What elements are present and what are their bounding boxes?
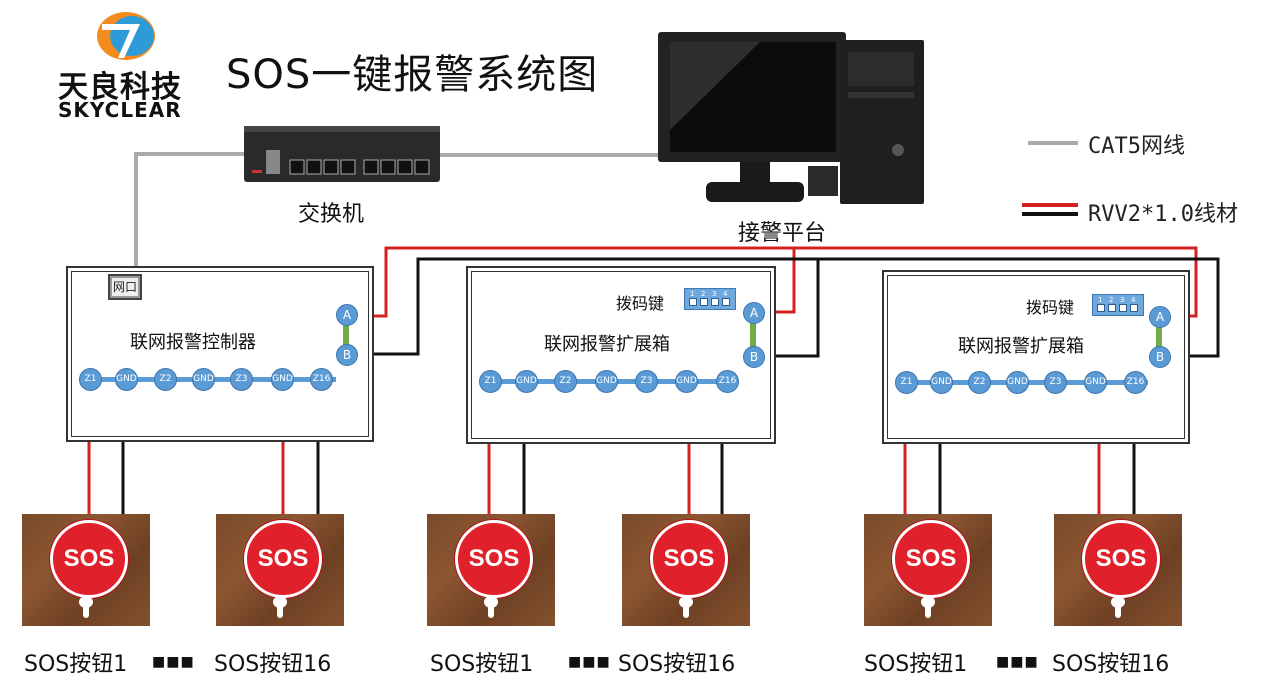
sos-icon: SOS (455, 520, 533, 598)
sos-button: SOS (22, 514, 150, 626)
terminal-b: B (336, 344, 358, 366)
sos-button-caption: SOS按钮1 (864, 652, 968, 677)
key-icon (677, 596, 695, 618)
network-switch-icon (244, 126, 440, 182)
legend-cat5-label: CAT5网线 (1088, 134, 1185, 159)
terminal-z1: Z1 (895, 371, 918, 394)
skyclear-logo-icon (97, 12, 155, 60)
switch-label: 交换机 (298, 202, 365, 227)
terminal-gnd: GND (271, 368, 294, 391)
terminal-a: A (336, 304, 358, 326)
terminal-gnd: GND (1006, 371, 1029, 394)
sos-icon: SOS (650, 520, 728, 598)
sos-button-caption: SOS按钮1 (24, 652, 128, 677)
page-title: SOS一键报警系统图 (226, 52, 599, 98)
key-icon (77, 596, 95, 618)
sos-button: SOS (427, 514, 555, 626)
ab-link (343, 314, 349, 354)
terminal-z1: Z1 (479, 370, 502, 393)
terminal-gnd: GND (192, 368, 215, 391)
expander-title: 联网报警扩展箱 (958, 336, 1084, 357)
terminal-z3: Z3 (635, 370, 658, 393)
logo-english-name: SKYCLEAR (58, 98, 182, 122)
ab-link (750, 312, 756, 354)
terminal-z2: Z2 (968, 371, 991, 394)
terminal-z16: Z16 (716, 370, 739, 393)
sos-button-caption: SOS按钮16 (1052, 652, 1170, 677)
controller-title: 联网报警控制器 (130, 332, 256, 353)
sos-button: SOS (622, 514, 750, 626)
sos-icon: SOS (892, 520, 970, 598)
dip-switch-label: 拨码键 (1026, 298, 1075, 317)
cat5-cable (130, 152, 250, 274)
sos-icon: SOS (50, 520, 128, 598)
dip-switch-label: 拨码键 (616, 294, 665, 313)
terminal-z3: Z3 (230, 368, 253, 391)
terminal-z1: Z1 (79, 368, 102, 391)
ellipsis: ■■■ (996, 654, 1039, 670)
key-icon (1109, 596, 1127, 618)
sos-button: SOS (216, 514, 344, 626)
sos-icon: SOS (1082, 520, 1160, 598)
bus-a-wire (357, 246, 1198, 318)
sos-button: SOS (1054, 514, 1182, 626)
ellipsis: ■■■ (152, 654, 195, 670)
network-port: 网口 (108, 274, 142, 300)
terminal-gnd: GND (930, 371, 953, 394)
bus-b-drop-2 (761, 259, 820, 358)
terminal-gnd: GND (115, 368, 138, 391)
terminal-b: B (743, 346, 765, 368)
key-icon (919, 596, 937, 618)
terminal-gnd: GND (595, 370, 618, 393)
terminal-gnd: GND (515, 370, 538, 393)
sos-icon: SOS (244, 520, 322, 598)
alarm-controller-box: 网口 联网报警控制器 A B Z1 GND Z2 GND Z3 GND Z16 (66, 266, 374, 442)
terminal-gnd: GND (1084, 371, 1107, 394)
key-icon (482, 596, 500, 618)
sos-button-caption: SOS按钮16 (618, 652, 736, 677)
ellipsis: ■■■ (568, 654, 611, 670)
terminal-z2: Z2 (154, 368, 177, 391)
terminal-b: B (1149, 346, 1171, 368)
legend-rvv-label: RVV2*1.0线材 (1088, 202, 1238, 227)
platform-label: 接警平台 (738, 221, 827, 246)
sos-button-caption: SOS按钮1 (430, 652, 534, 677)
logo-chinese-name: 天良科技 (58, 70, 182, 105)
terminal-z16: Z16 (310, 368, 333, 391)
terminal-gnd: GND (675, 370, 698, 393)
key-icon (271, 596, 289, 618)
sos-button-caption: SOS按钮16 (214, 652, 332, 677)
sos-button: SOS (864, 514, 992, 626)
terminal-z3: Z3 (1044, 371, 1067, 394)
terminal-z2: Z2 (554, 370, 577, 393)
ab-link (1156, 316, 1162, 356)
expander-title: 联网报警扩展箱 (544, 334, 670, 355)
terminal-a: A (743, 302, 765, 324)
computer-icon (658, 32, 924, 204)
terminal-z16: Z16 (1124, 371, 1147, 394)
terminal-a: A (1149, 306, 1171, 328)
